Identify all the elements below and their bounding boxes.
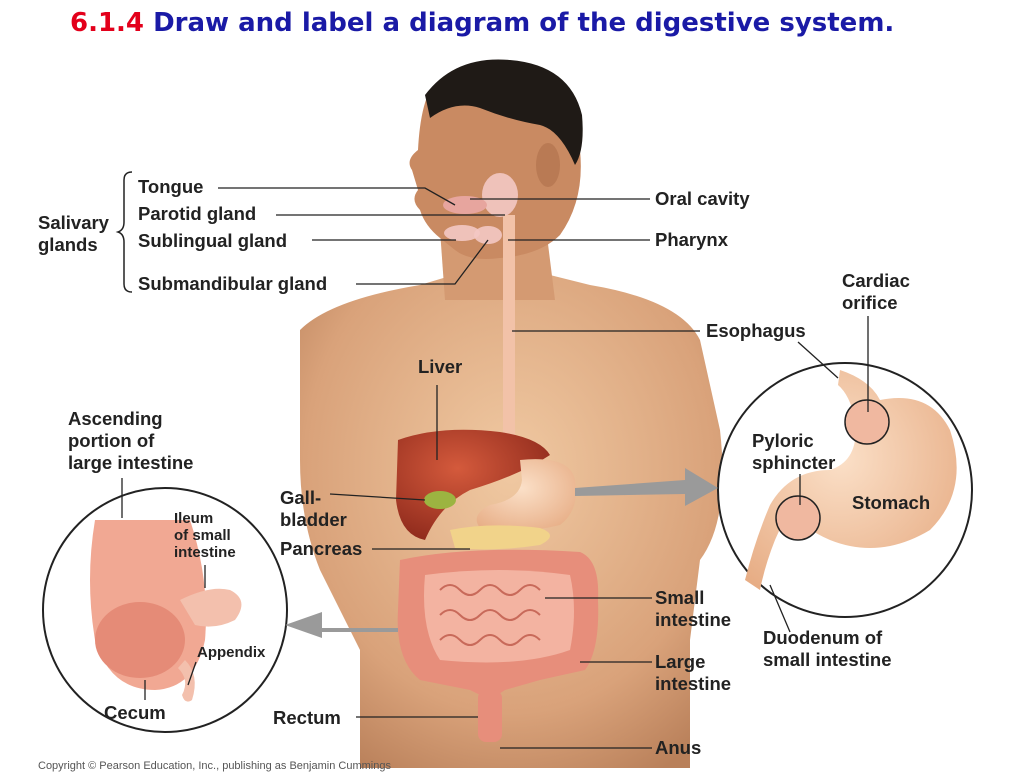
label-small-intestine-line1: Small — [655, 587, 705, 608]
label-rectum: Rectum — [273, 707, 341, 728]
stomach — [476, 459, 576, 531]
label-pyloric-line1: Pyloric — [752, 430, 814, 451]
pancreas — [450, 525, 550, 550]
label-salivary-glands: Salivary glands — [38, 212, 109, 256]
inset-stomach — [745, 370, 957, 590]
label-pancreas: Pancreas — [280, 538, 363, 559]
esophagus — [503, 215, 515, 465]
label-cardiac-line2: orifice — [842, 292, 898, 313]
liver — [396, 429, 550, 540]
label-duodenum-line1: Duodenum of — [763, 627, 883, 648]
label-ascending-line1: Ascending — [68, 408, 163, 429]
label-salivary-line1: Salivary — [38, 212, 109, 233]
coil-lines — [439, 584, 541, 646]
slide-title: 6.1.4 Draw and label a diagram of the di… — [70, 8, 894, 38]
intestines — [397, 549, 599, 742]
line-tongue — [218, 187, 456, 206]
label-cecum: Cecum — [104, 702, 166, 723]
label-pyloric-sphincter: Pyloric sphincter — [752, 430, 835, 474]
small-intestine — [424, 570, 574, 663]
label-small-intestine: Small intestine — [655, 587, 731, 631]
label-sublingual-gland: Sublingual gland — [138, 230, 288, 251]
hair — [425, 59, 583, 165]
gallbladder — [424, 491, 456, 509]
inset-pyloric-detail — [775, 495, 821, 541]
label-appendix: Appendix — [197, 644, 266, 661]
label-pyloric-line2: sphincter — [752, 452, 836, 473]
label-gallbladder-line2: bladder — [280, 509, 347, 530]
sublingual-gland — [444, 225, 480, 241]
line-submandibular — [356, 239, 489, 285]
inset-cecum — [95, 602, 185, 678]
label-cardiac-line1: Cardiac — [842, 270, 910, 291]
inset-ileum — [180, 588, 242, 627]
parotid-gland — [482, 173, 518, 217]
copyright-notice: Copyright © Pearson Education, Inc., pub… — [38, 760, 391, 772]
label-pharynx: Pharynx — [655, 229, 729, 250]
stomach-inset — [717, 362, 973, 618]
inset-cardiac-detail — [844, 399, 890, 445]
tongue — [443, 196, 487, 214]
label-oral-cavity: Oral cavity — [655, 188, 750, 209]
label-submandibular-gland: Submandibular gland — [138, 273, 328, 294]
label-liver: Liver — [418, 356, 463, 377]
arrow-left — [285, 612, 398, 638]
arrow-right — [575, 468, 718, 506]
line-duodenum — [769, 584, 791, 633]
label-parotid-gland: Parotid gland — [138, 203, 257, 224]
inset-appendix — [178, 660, 195, 702]
title-text: Draw and label a diagram of the digestiv… — [153, 8, 895, 38]
label-ileum-line3: intestine — [174, 544, 236, 561]
label-duodenum-line2: small intestine — [763, 649, 892, 670]
label-ascending-large-intestine: Ascending portion of large intestine — [68, 408, 193, 474]
ear — [536, 143, 560, 187]
label-large-intestine-line2: intestine — [655, 673, 732, 694]
cecum-inset — [42, 487, 288, 733]
label-large-intestine-line1: Large — [655, 651, 706, 672]
line-appendix — [187, 661, 197, 686]
label-salivary-line2: glands — [38, 234, 98, 255]
label-gallbladder: Gall- bladder — [280, 487, 347, 531]
submandibular-gland — [474, 226, 502, 244]
label-small-intestine-line2: intestine — [655, 609, 732, 630]
label-tongue: Tongue — [138, 176, 204, 197]
label-ascending-line3: large intestine — [68, 452, 194, 473]
label-large-intestine: Large intestine — [655, 651, 731, 695]
mouth-region — [443, 173, 518, 244]
label-gallbladder-line1: Gall- — [280, 487, 322, 508]
title-number: 6.1.4 — [70, 8, 145, 38]
rectum — [478, 690, 502, 742]
label-ileum-line2: of small — [174, 527, 231, 544]
label-ileum: Ileum of small intestine — [174, 510, 236, 561]
leader-lines — [121, 187, 869, 749]
label-stomach: Stomach — [852, 492, 931, 513]
label-duodenum: Duodenum of small intestine — [763, 627, 892, 671]
line-gallbladder — [329, 493, 426, 501]
label-cardiac-orifice: Cardiac orifice — [842, 270, 910, 314]
line-esophagus-inset — [797, 341, 839, 379]
salivary-bracket — [115, 171, 133, 293]
label-ascending-line2: portion of — [68, 430, 155, 451]
label-anus: Anus — [655, 737, 702, 758]
label-esophagus: Esophagus — [706, 320, 806, 341]
label-ileum-line1: Ileum — [174, 510, 214, 527]
